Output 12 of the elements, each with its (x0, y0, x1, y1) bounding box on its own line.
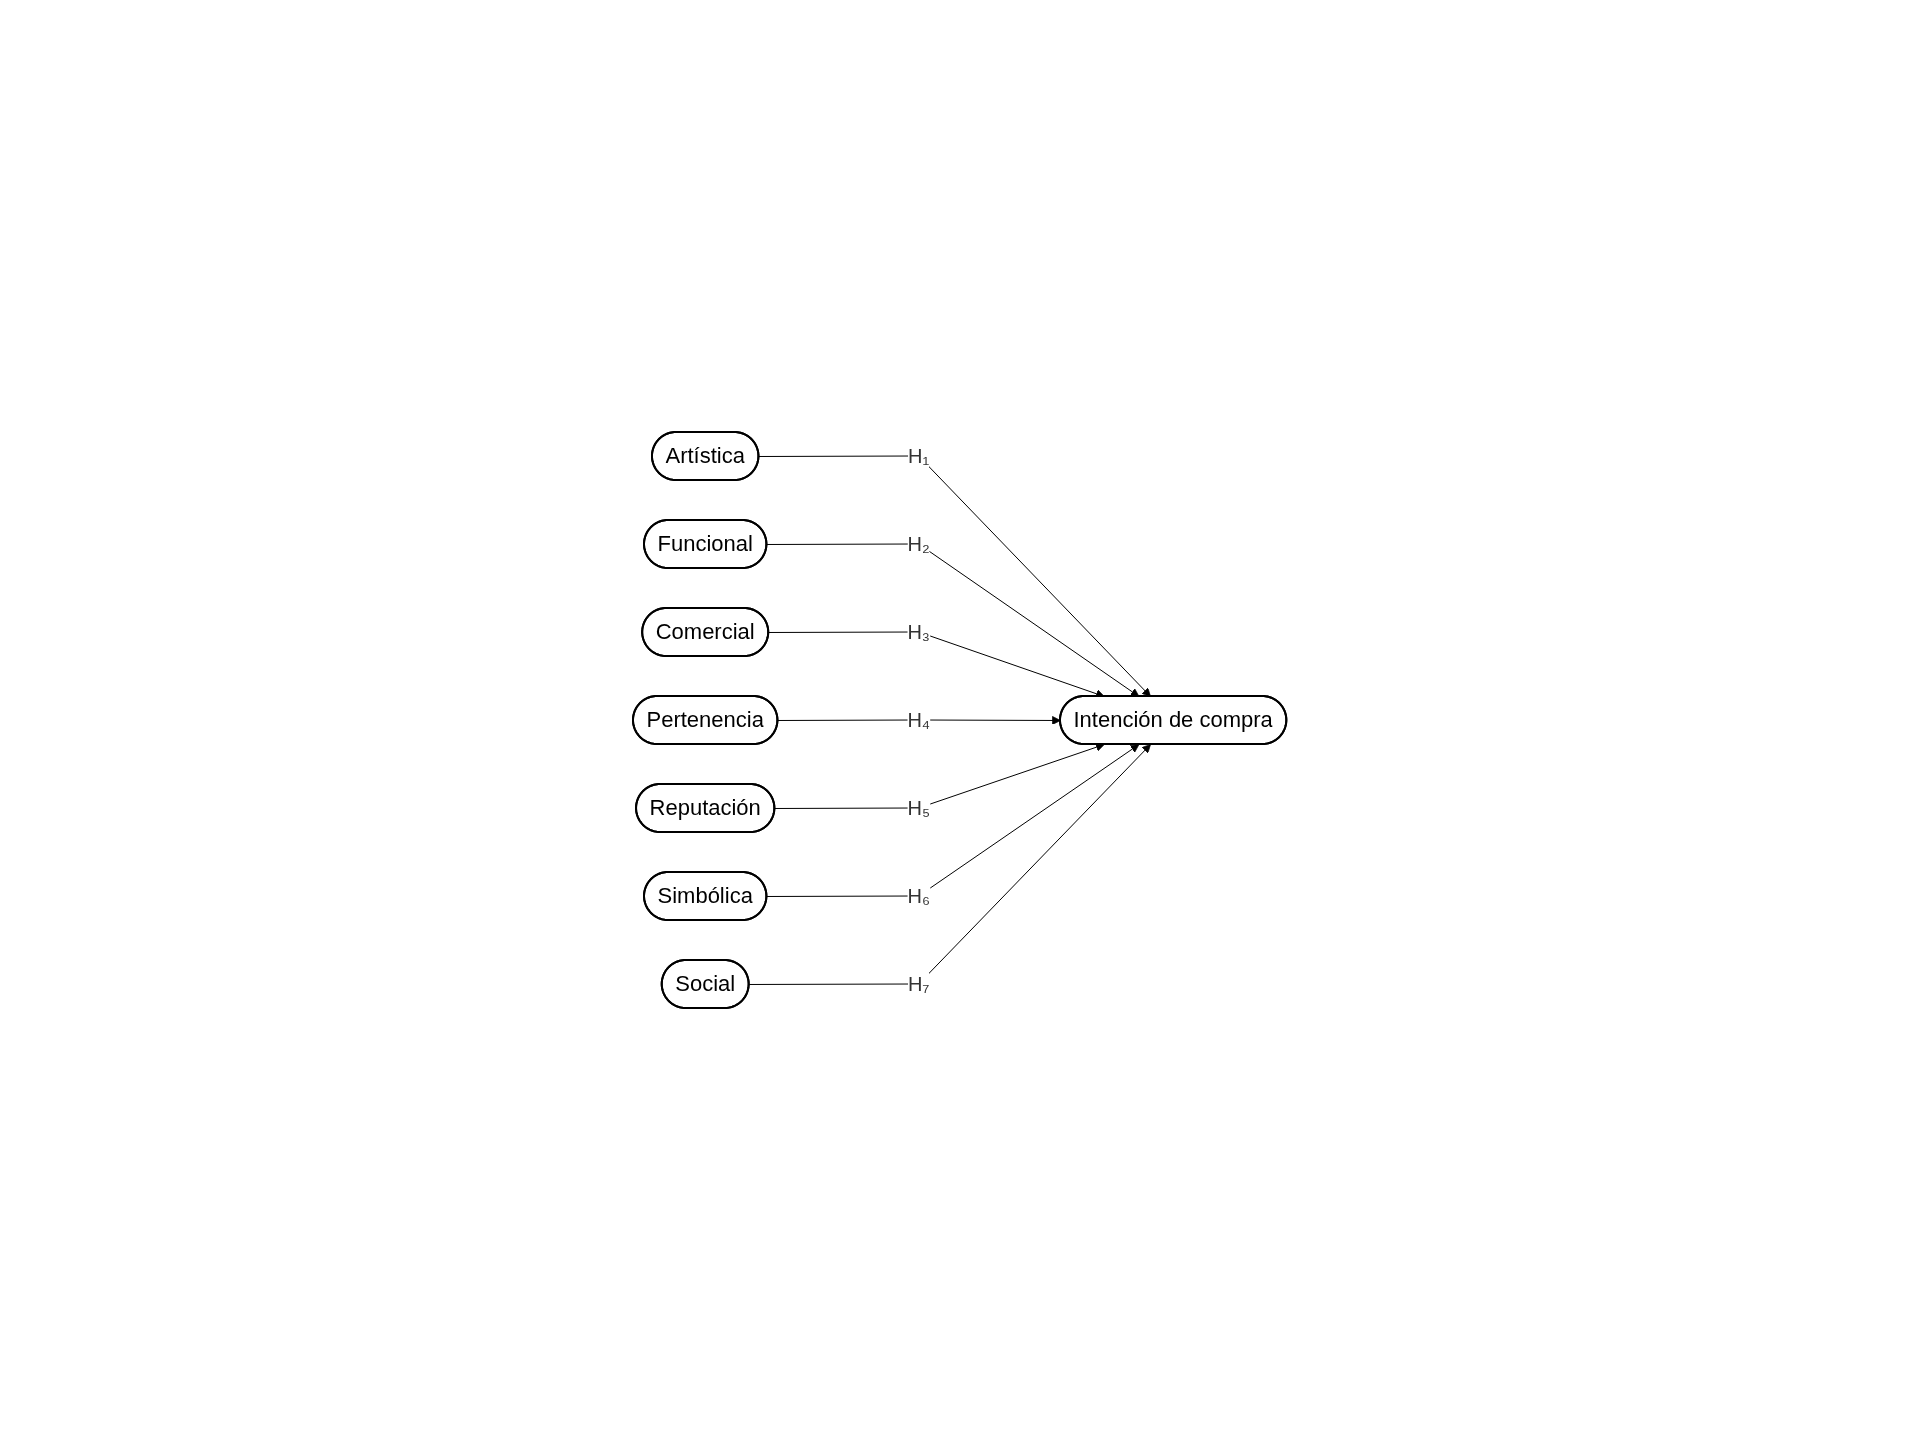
edge-label: H₇ (908, 972, 930, 995)
arrow (766, 744, 1140, 897)
edge-label: H₁ (908, 445, 930, 467)
arrow (774, 742, 1105, 809)
arrow (749, 744, 1152, 985)
edge-label: H₄ (907, 708, 931, 731)
edge-label: H₆ (907, 884, 931, 907)
arrow (766, 543, 1140, 697)
arrow (758, 455, 1152, 697)
edge-label: H₅ (907, 796, 931, 819)
edge-label: H₂ (907, 533, 931, 555)
edge-label: H₃ (907, 620, 931, 643)
